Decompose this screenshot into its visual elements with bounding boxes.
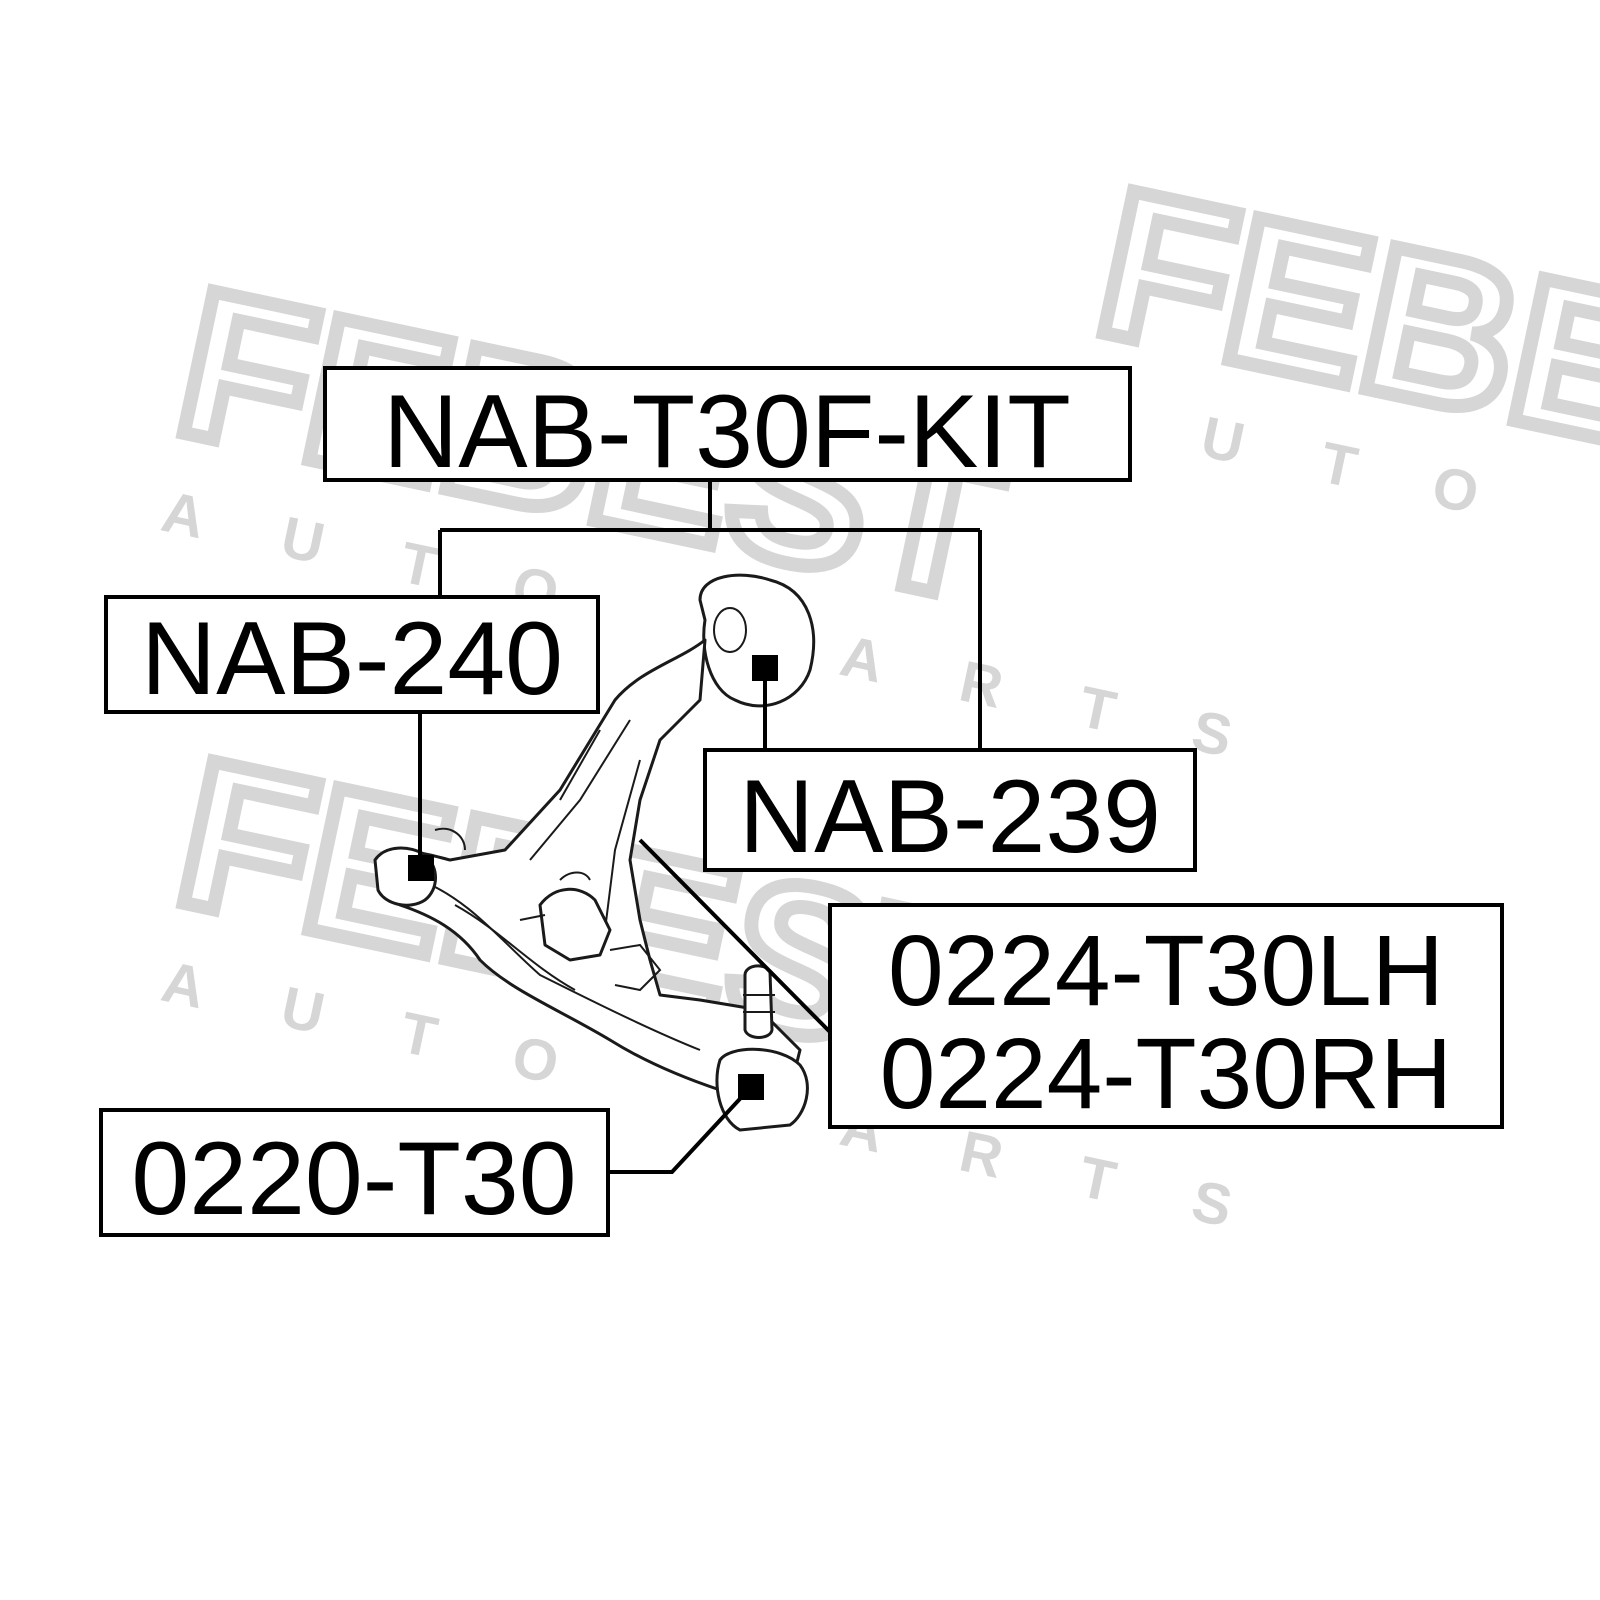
label-nab239-box bbox=[703, 748, 1197, 872]
rear-bushing-housing bbox=[698, 573, 816, 708]
label-nab239-text: NAB-239 bbox=[739, 759, 1161, 875]
nab240-marker bbox=[408, 855, 434, 881]
control-arm-drawing bbox=[373, 573, 816, 1132]
label-nab240-box bbox=[104, 595, 600, 714]
arm-inner-edge bbox=[419, 719, 701, 1051]
arm-center-bracket bbox=[538, 887, 612, 962]
watermark-right: FEBEST AUTO PARTS bbox=[1074, 137, 1600, 686]
label-kit-box bbox=[323, 366, 1132, 482]
label-arm-box bbox=[828, 903, 1504, 1129]
label-nab240-text: NAB-240 bbox=[141, 601, 563, 717]
nab239-marker bbox=[752, 655, 778, 681]
leader-lines bbox=[418, 480, 982, 1174]
arm-leader bbox=[638, 838, 832, 1034]
label-arm: 0224-T30LH 0224-T30RH bbox=[828, 903, 1504, 1130]
label-balljoint: 0220-T30 bbox=[99, 1108, 610, 1237]
label-kit-text: NAB-T30F-KIT bbox=[383, 374, 1071, 490]
ball-joint-stud bbox=[743, 964, 774, 1039]
label-nab240: NAB-240 bbox=[104, 595, 600, 717]
label-balljoint-box bbox=[99, 1108, 610, 1237]
arm-upper-limb bbox=[384, 638, 802, 1102]
balljoint-leader bbox=[608, 1086, 752, 1174]
balljoint-marker bbox=[738, 1074, 764, 1100]
label-kit: NAB-T30F-KIT bbox=[323, 366, 1132, 490]
arm-rib bbox=[454, 759, 641, 991]
label-balljoint-text: 0220-T30 bbox=[131, 1121, 576, 1237]
label-arm-right-text: 0224-T30RH bbox=[880, 1018, 1453, 1130]
markers bbox=[408, 655, 778, 1100]
label-arm-left-text: 0224-T30LH bbox=[888, 915, 1444, 1027]
label-nab239: NAB-239 bbox=[703, 748, 1197, 875]
